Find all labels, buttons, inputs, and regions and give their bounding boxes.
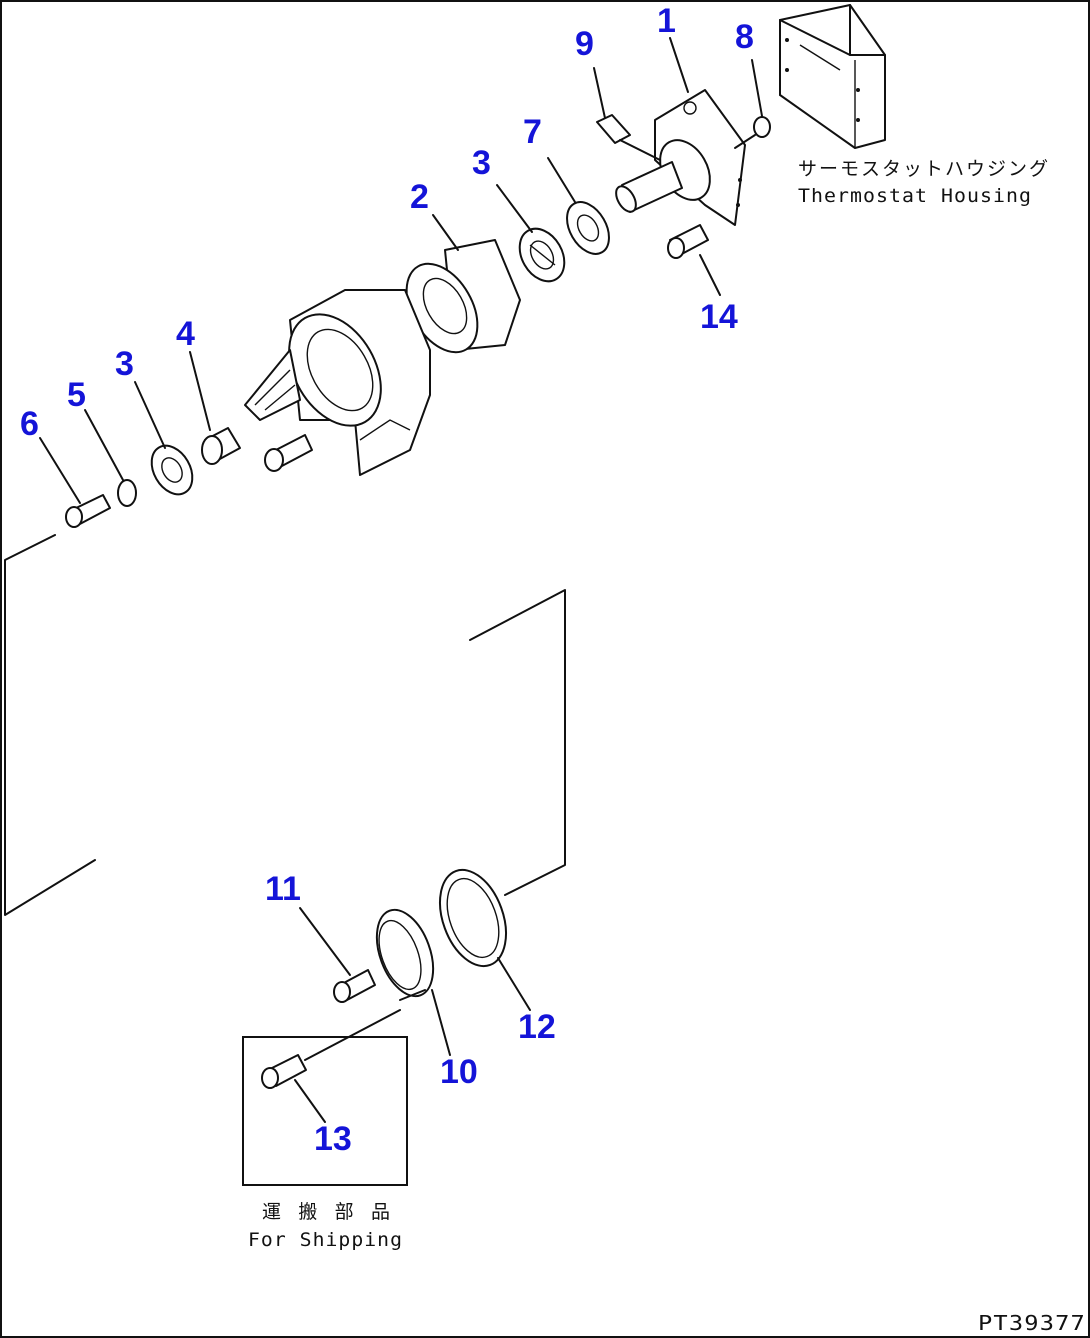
- callout-part-14: 14: [700, 298, 738, 336]
- callout-part-9: 9: [575, 25, 594, 63]
- part-13-bolt: [261, 1009, 401, 1089]
- part-5-washer: [117, 479, 137, 507]
- callout-part-2: 2: [410, 178, 429, 216]
- part-2-hub-housing: [405, 239, 521, 354]
- callout-part-10: 10: [440, 1053, 478, 1091]
- part-3-lower-bearing: [150, 444, 194, 496]
- part-9-fitting: [596, 114, 661, 161]
- shipping-label-en: For Shipping: [248, 1229, 403, 1251]
- callout-part-11: 11: [265, 870, 301, 908]
- callout-part-7: 7: [523, 113, 542, 151]
- drawing-code: PT39377: [978, 1311, 1086, 1335]
- part-14-bolt: [667, 224, 709, 259]
- thermostat-housing-label-jp: サーモスタットハウジング: [798, 158, 1050, 180]
- thermostat-housing-drawing: [779, 4, 886, 149]
- part-3-upper-bearing: [518, 227, 566, 283]
- callout-part-8: 8: [735, 18, 754, 56]
- part-10-cover: [375, 908, 435, 998]
- callout-part-6: 6: [20, 405, 39, 443]
- part-11-bolt: [333, 969, 376, 1003]
- callout-part-5: 5: [67, 376, 86, 414]
- callout-part-1: 1: [657, 2, 676, 40]
- part-6-bolt: [65, 494, 111, 528]
- fan-shroud-body: [244, 289, 431, 476]
- part-4-sleeve: [201, 427, 241, 465]
- callout-part-12: 12: [518, 1008, 556, 1046]
- callout-part-4: 4: [176, 315, 195, 353]
- thermostat-housing-label-en: Thermostat Housing: [798, 185, 1032, 207]
- part-1-flange-pipe: [615, 89, 746, 226]
- part-8-plug: [734, 116, 771, 149]
- mounting-plate-outline: [4, 534, 566, 916]
- callout-part-3-upper: 3: [472, 144, 491, 182]
- shipping-parts-box: [242, 1036, 408, 1186]
- shipping-label-jp: 運搬部品: [262, 1201, 392, 1223]
- leader-lines: [39, 37, 763, 1123]
- part-7-seal: [566, 201, 610, 255]
- callout-part-13: 13: [314, 1120, 352, 1158]
- part-12-gasket: [439, 868, 507, 968]
- shroud-bolt: [264, 434, 313, 472]
- callout-part-3-lower: 3: [115, 345, 134, 383]
